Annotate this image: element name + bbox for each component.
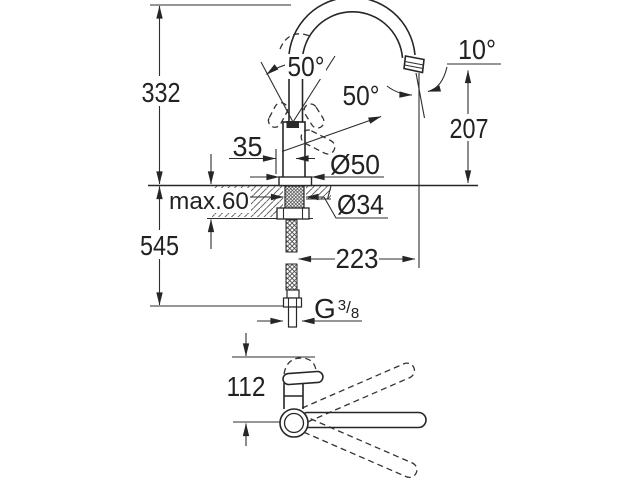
- top-view-faucet: [279, 357, 427, 479]
- lever-arm-top-view: [283, 383, 304, 409]
- lever-pivot: [286, 121, 299, 128]
- lever-tip-dashed-top-view: [283, 357, 317, 375]
- dim-hole-diameter: Ø34: [250, 189, 388, 220]
- dim-label-112: 112: [227, 371, 266, 402]
- label-mask: [166, 188, 251, 213]
- mounting-nut-facets: [282, 208, 304, 219]
- dim-max-deck-thickness: max.60: [166, 154, 251, 249]
- arc-left: [386, 85, 413, 98]
- dim-lever-offset: 35: [229, 131, 315, 174]
- spout-nozzle: [403, 55, 425, 74]
- mounting-nut: [276, 207, 310, 220]
- nozzle-aerator-lines: [404, 60, 424, 70]
- hose-upper: [285, 219, 298, 253]
- thread-g: G: [314, 293, 336, 324]
- dim-body-diameter: Ø50: [250, 149, 384, 181]
- spout-position-down-dashed: [299, 417, 418, 479]
- leader-line: [323, 196, 388, 219]
- spout-arc-outer: [287, 0, 416, 67]
- dim-overall-height: 332: [140, 4, 291, 185]
- dim-label-332: 332: [142, 77, 181, 108]
- dim-spout-reach: 223: [298, 243, 416, 274]
- dim-label-d50: Ø50: [330, 149, 380, 180]
- threaded-shank: [284, 185, 305, 210]
- label-mask: [140, 76, 181, 106]
- connection-tube: [287, 306, 298, 328]
- dim-below-depth: 545: [139, 186, 284, 307]
- label-mask: [139, 230, 180, 259]
- label-mask: [285, 54, 326, 79]
- hose-nut-small: [286, 289, 300, 299]
- dim-label-545: 545: [140, 230, 179, 261]
- lever-position-left-dashed: [267, 102, 289, 128]
- lever-tip-path-dashed: [279, 33, 311, 50]
- under-deck-parts: [276, 185, 310, 328]
- thread-slash: /: [346, 298, 351, 317]
- thread-numerator: 3: [338, 297, 346, 314]
- dim-label-d34: Ø34: [337, 189, 384, 220]
- dim-front-depth: 112: [227, 333, 315, 446]
- body-circle-inner: [283, 412, 305, 434]
- dim-label-207: 207: [450, 113, 489, 144]
- side-view-faucet: [267, 0, 426, 268]
- dim-label-50-lift: 50°: [343, 80, 380, 111]
- arc-right: [427, 66, 448, 93]
- lever-position-right-dashed: [303, 103, 325, 129]
- dim-label-50-swing: 50°: [288, 51, 325, 82]
- hose-nut-large: [282, 297, 303, 308]
- hose-lower: [285, 263, 298, 291]
- dim-label-223: 223: [336, 243, 379, 274]
- spout-arc-inner: [301, 11, 404, 67]
- dim-spout-height: 207: [448, 70, 489, 184]
- dim-tilt-angle: 10°: [386, 34, 501, 98]
- dim-lift-angle: 50°: [281, 80, 382, 153]
- base-flange: [278, 176, 313, 187]
- dim-label-10: 10°: [458, 34, 496, 65]
- hose-nut-facets: [287, 298, 298, 307]
- label-mask: [448, 114, 489, 141]
- lever-paddle-top-view: [282, 370, 324, 386]
- leader-line: [281, 115, 382, 153]
- dim-swing-angle: 50°: [260, 51, 336, 123]
- spout-position-up-dashed: [297, 362, 416, 424]
- thread-denominator: 8: [351, 305, 359, 322]
- lever-position-down-dashed: [300, 129, 336, 155]
- dim-label-35: 35: [233, 131, 263, 162]
- dim-label-max60: max.60: [169, 188, 249, 215]
- outlet-tilt-line: [415, 72, 426, 119]
